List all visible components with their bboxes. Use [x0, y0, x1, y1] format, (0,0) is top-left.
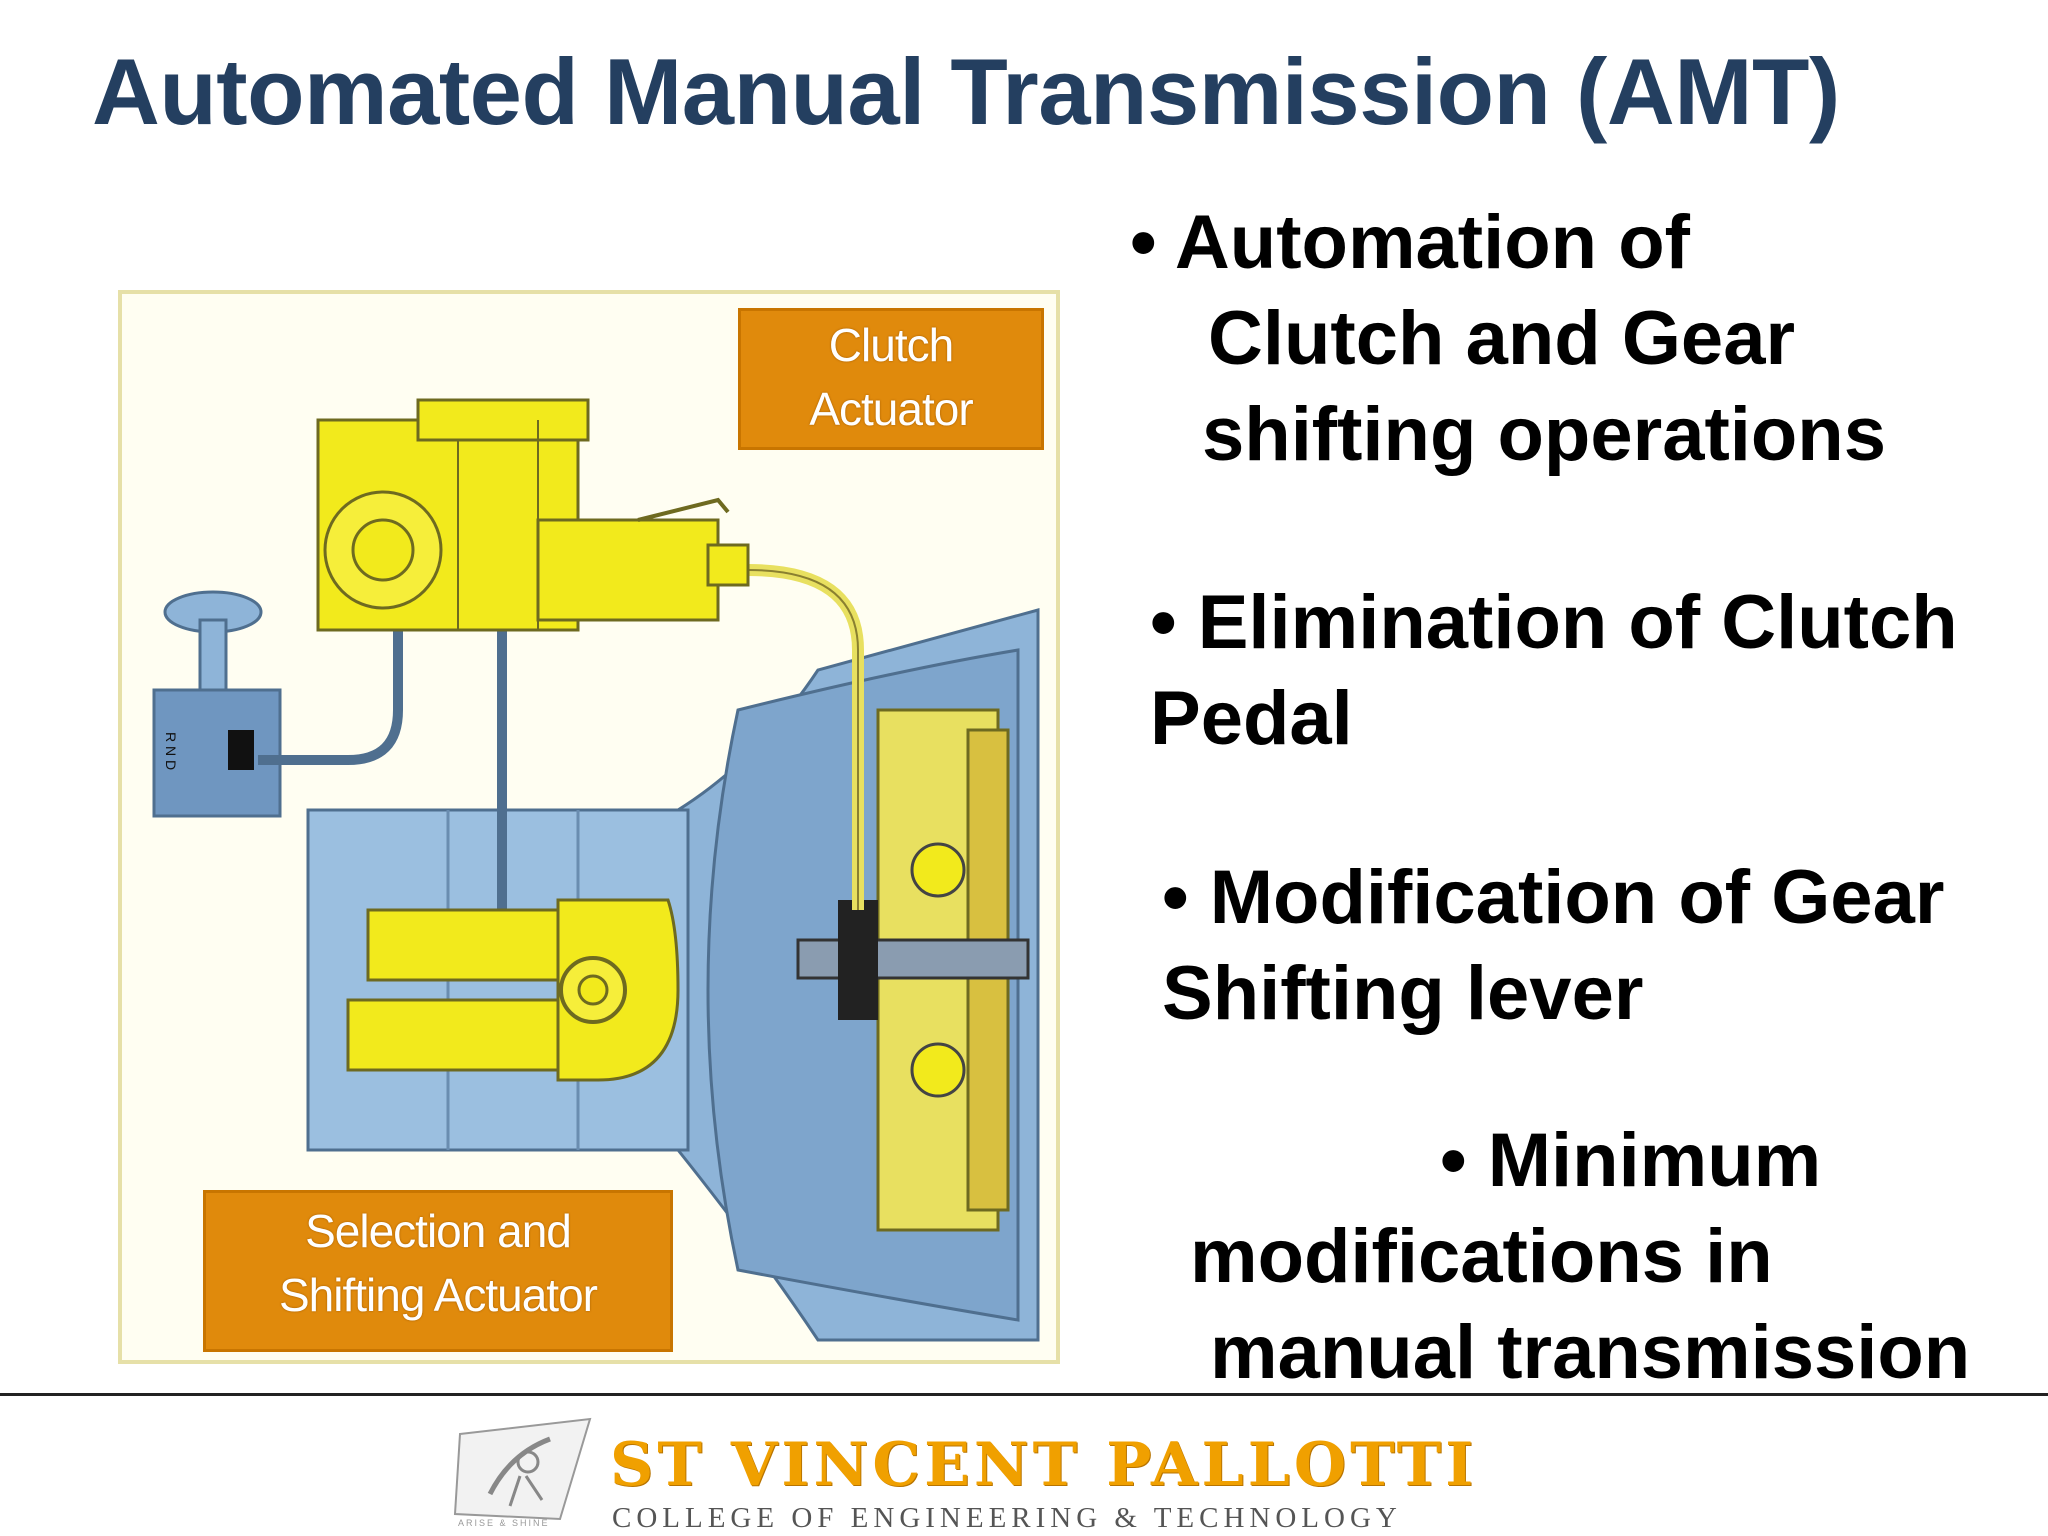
clutch-actuator — [316, 398, 750, 632]
bullet-text: manual transmission — [1210, 1310, 1971, 1395]
bullet-text: in — [1705, 1214, 1773, 1299]
bullet-text: Gear — [1621, 296, 1796, 381]
selection-actuator-label-line2: Shifting Actuator — [279, 1269, 598, 1321]
clutch-assembly — [796, 708, 1030, 1232]
bullet-text: • Minimum — [1440, 1118, 1822, 1203]
bullet-text: of — [1618, 200, 1690, 285]
college-emblem-icon — [453, 1417, 592, 1521]
bullet-text: shifting operations — [1202, 392, 1886, 477]
college-tagline: ARISE & SHINE — [458, 1518, 550, 1528]
selection-shifting-actuator — [346, 898, 680, 1082]
cables — [258, 564, 864, 920]
clutch-actuator-label-line1: Clutch — [828, 319, 954, 371]
bullet-text: modifications — [1190, 1214, 1685, 1299]
college-name: ST VINCENT PALLOTTI — [610, 1430, 1478, 1500]
bullet-item-automation: • Automation of Clutch and Gear shifting… — [1130, 195, 2000, 483]
bullet-text: Pedal — [1150, 676, 1353, 761]
college-subtitle: COLLEGE OF ENGINEERING & TECHNOLOGY — [612, 1502, 1402, 1534]
amt-diagram: R N D Clutch — [118, 290, 1060, 1364]
gear-lever: R N D — [152, 590, 282, 818]
footer-divider — [0, 1393, 2048, 1396]
bullet-text: and — [1465, 296, 1601, 381]
bullet-text: Clutch — [1208, 296, 1445, 381]
bullet-item-minimum: • Minimum modifications in manual transm… — [1190, 1113, 2010, 1401]
bullet-item-elimination: • Elimination of Clutch Pedal — [1150, 575, 2010, 767]
bullet-text: • Modification of Gear — [1162, 855, 1945, 940]
bullet-item-modification: • Modification of Gear Shifting lever — [1162, 850, 1992, 1042]
amt-diagram-svg: R N D — [118, 290, 1060, 1364]
bullet-text: Shifting lever — [1162, 951, 1644, 1036]
clutch-actuator-label: Clutch Actuator — [738, 308, 1044, 450]
bullet-text: • Elimination of Clutch — [1150, 580, 1958, 665]
college-logo: ARISE & SHINE ST VINCENT PALLOTTI COLLEG… — [450, 1410, 1590, 1536]
clutch-actuator-label-line2: Actuator — [809, 383, 973, 435]
lever-letters: R N D — [163, 732, 179, 770]
selection-actuator-label-line1: Selection and — [305, 1205, 572, 1257]
bullet-text: • Automation — [1130, 200, 1598, 285]
slide-title: Automated Manual Transmission (AMT) — [92, 39, 1840, 144]
selection-actuator-label: Selection and Shifting Actuator — [203, 1190, 673, 1352]
